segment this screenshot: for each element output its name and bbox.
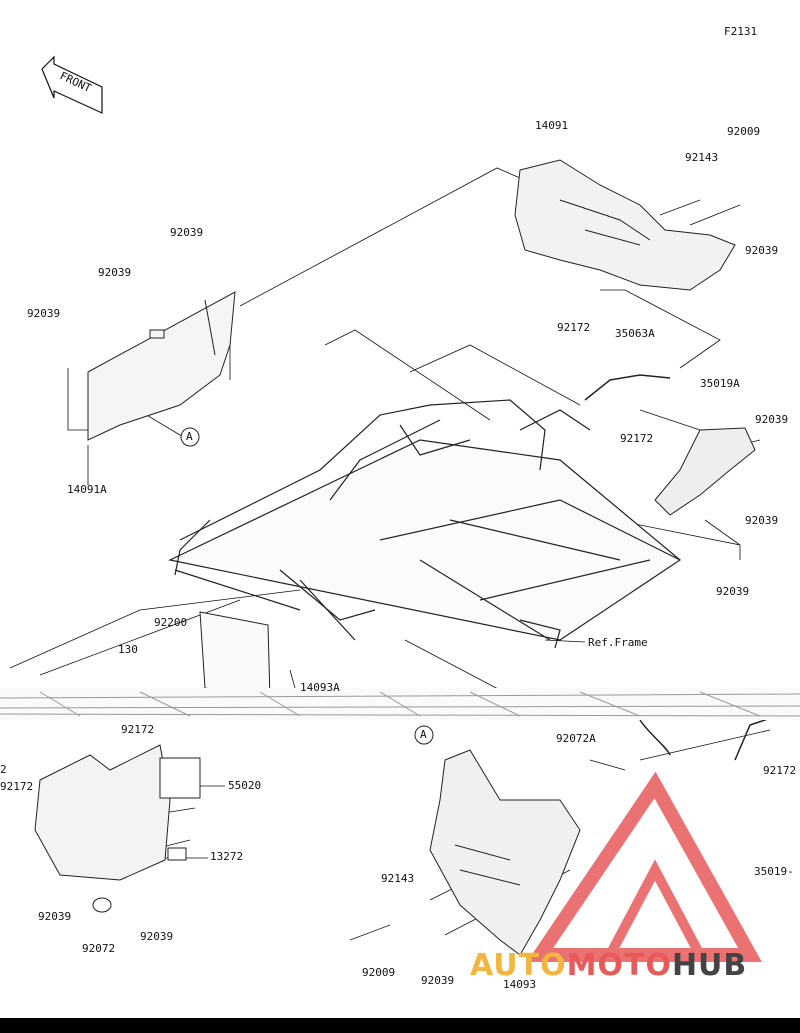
part-number-92172: 92172 xyxy=(620,432,654,445)
part-number-92172: 92172 xyxy=(121,723,155,736)
leader-line xyxy=(589,759,626,771)
watermark-hub: HUB xyxy=(671,948,748,983)
part-number-55020: 55020 xyxy=(228,779,262,792)
part-number-92172: 92172 xyxy=(557,321,591,334)
plate-14093A xyxy=(199,611,271,701)
leader-line xyxy=(9,589,301,669)
leader-line xyxy=(409,344,581,406)
callout-letter: A xyxy=(186,430,193,443)
part-number-92039: 92039 xyxy=(421,974,455,987)
stay-35063A xyxy=(584,374,671,401)
part-number-92039: 92039 xyxy=(38,910,72,923)
part-number-92039: 92039 xyxy=(745,244,779,257)
part-number-92039: 92039 xyxy=(745,514,779,527)
part-number-92009: 92009 xyxy=(727,125,761,138)
part-number-92039: 92039 xyxy=(755,413,789,426)
part-number-92172: 92172 xyxy=(0,780,34,793)
guard-bottom-left xyxy=(34,744,201,913)
leader-line xyxy=(67,368,88,431)
part-number-92200: 92200 xyxy=(154,616,188,629)
part-number-92072: 92072 xyxy=(82,942,116,955)
leader-line xyxy=(704,519,741,546)
part-number-14091A: 14091A xyxy=(67,483,107,496)
part-number-35063A: 35063A xyxy=(615,327,655,340)
part-number-92039: 92039 xyxy=(140,930,174,943)
leader-line xyxy=(324,329,491,421)
part-number-92039: 92039 xyxy=(98,266,132,279)
part-number-92009: 92009 xyxy=(362,966,396,979)
stay-bottom-right xyxy=(639,714,781,761)
part-number-cut: 2 xyxy=(0,763,7,776)
part-number-92039: 92039 xyxy=(716,585,750,598)
watermark-logo: AUTOMOTOHUB xyxy=(470,948,747,983)
panel-14091A xyxy=(87,291,236,441)
callout-letter: A xyxy=(420,728,427,741)
part-number-92172: 92172 xyxy=(763,764,797,777)
leader-line xyxy=(689,204,741,226)
leader-line xyxy=(349,924,391,941)
ref-frame-label: Ref.Frame xyxy=(588,636,648,649)
watermark-triangle xyxy=(526,771,762,962)
leader-line xyxy=(600,289,721,369)
leader-line xyxy=(239,167,521,307)
part-number-35019-cut: 35019- xyxy=(754,865,794,878)
part-number-13272: 13272 xyxy=(210,850,244,863)
callout-circle xyxy=(180,427,200,447)
watermark-moto: MOTO xyxy=(566,948,672,983)
part-number-14091: 14091 xyxy=(535,119,569,132)
part-number-92143: 92143 xyxy=(381,872,415,885)
panel-35019A xyxy=(654,427,756,516)
leader-line xyxy=(39,599,241,676)
part-number-130: 130 xyxy=(118,643,138,656)
leader-line xyxy=(404,639,501,691)
part-number-35019A: 35019A xyxy=(700,377,740,390)
panel-14091 xyxy=(514,159,736,291)
scan-artifact-strip xyxy=(0,688,800,720)
part-number-92039: 92039 xyxy=(27,307,61,320)
leader-line xyxy=(614,519,741,560)
front-direction-icon: FRONT xyxy=(41,55,103,114)
leader-line xyxy=(544,639,586,643)
bottom-bar xyxy=(0,1018,800,1033)
part-number-92072A: 92072A xyxy=(556,732,596,745)
callout-circle xyxy=(414,725,434,745)
leader-line xyxy=(639,409,701,431)
leader-line xyxy=(659,199,701,216)
leader-line xyxy=(289,669,296,689)
panel-14093 xyxy=(429,749,581,956)
watermark-auto: AUTO xyxy=(470,948,567,983)
part-number-92143: 92143 xyxy=(685,151,719,164)
part-number-14093: 14093 xyxy=(503,978,537,991)
figure-id: F2131 xyxy=(724,25,758,38)
frame xyxy=(168,399,682,649)
part-number-14093A: 14093A xyxy=(300,681,340,694)
leader-line xyxy=(639,729,771,761)
part-number-92039: 92039 xyxy=(170,226,204,239)
